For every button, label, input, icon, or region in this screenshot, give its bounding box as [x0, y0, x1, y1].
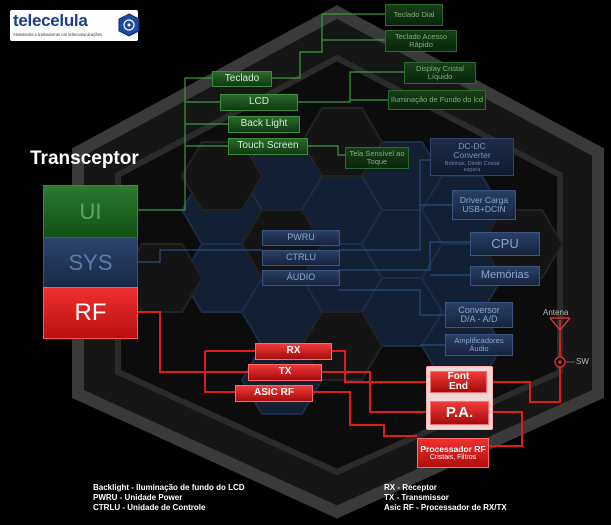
processador-rf: Processador RF Cristais, Filtros: [417, 438, 489, 468]
rf-block-label: RF: [74, 299, 107, 326]
sys-block: SYS: [43, 237, 138, 289]
amplificadores-box: Amplificadores Áudio: [445, 334, 513, 356]
legend-item: RX - Receptor: [384, 483, 437, 492]
legend-right: RX - Receptor TX - Transmissor Asic RF -…: [384, 483, 507, 513]
ui-sub-display: Display Cristal Líquido: [404, 62, 476, 84]
frontend-box: Font End: [430, 371, 487, 393]
logo: telecelula Assessoria e treinamento em t…: [10, 10, 140, 41]
ui-item-backlight: Back Light: [228, 116, 300, 133]
rf-block: RF: [43, 287, 138, 339]
legend-left: Backlight - Iluminação de fundo do LCD P…: [93, 483, 245, 513]
antena-label: Antena: [543, 308, 569, 317]
dcdc-converter: DC-DC Converter Bobinas, Diodo Cristal e…: [430, 138, 514, 176]
sys-item-pwru: PWRU: [262, 230, 340, 246]
legend-item: TX - Transmissor: [384, 493, 449, 502]
ui-sub-iluminacao: Iluminação de Fundo do lcd: [388, 90, 486, 110]
logo-text: telecelula: [13, 11, 88, 30]
processador-title: Processador RF: [420, 444, 486, 454]
ui-item-lcd: LCD: [220, 94, 298, 111]
rf-item-rx: RX: [255, 343, 332, 360]
legend-item: PWRU - Unidade Power: [93, 493, 183, 502]
ui-block-label: UI: [79, 199, 102, 224]
legend-item: CTRLU - Unidade de Controle: [93, 503, 206, 512]
ui-sub-tela-sensivel: Tela Sensível ao Toque: [345, 147, 409, 169]
page-title: Transceptor: [30, 148, 139, 169]
logo-hexagon-icon: [118, 13, 140, 37]
logo-tagline: Assessoria e treinamento em telecomunica…: [13, 32, 102, 37]
memorias-box: Memórias: [470, 266, 540, 286]
ui-sub-teclado-dial: Teclado Dial: [385, 4, 443, 26]
ui-block: UI: [43, 185, 138, 239]
conversor-box: Conversor D/A - A/D: [445, 302, 513, 328]
sw-label: SW: [576, 357, 589, 366]
rf-item-asic: ASIC RF: [235, 385, 313, 402]
sys-block-label: SYS: [68, 250, 113, 275]
dcdc-sub: Bobinas, Diodo Cristal espera: [444, 161, 500, 173]
antenna-icon: [549, 317, 571, 340]
cpu-box: CPU: [470, 232, 540, 256]
ui-sub-teclado-acesso: Teclado Acesso Rápido: [385, 30, 457, 52]
legend-item: Asic RF - Processador de RX/TX: [384, 503, 507, 512]
dcdc-title: DC-DC Converter: [453, 141, 491, 160]
ui-item-teclado: Teclado: [212, 71, 272, 87]
driver-carga: Driver Carga USB+DCIN: [452, 190, 516, 220]
processador-sub: Cristais, Filtros: [429, 454, 477, 461]
pa-box: P.A.: [430, 401, 489, 425]
legend-item: Backlight - Iluminação de fundo do LCD: [93, 483, 245, 492]
sys-item-audio: ÁUDIO: [262, 270, 340, 286]
ui-item-touchscreen: Touch Screen: [228, 138, 308, 155]
sys-item-ctrlu: CTRLU: [262, 250, 340, 266]
rf-item-tx: TX: [248, 364, 322, 381]
